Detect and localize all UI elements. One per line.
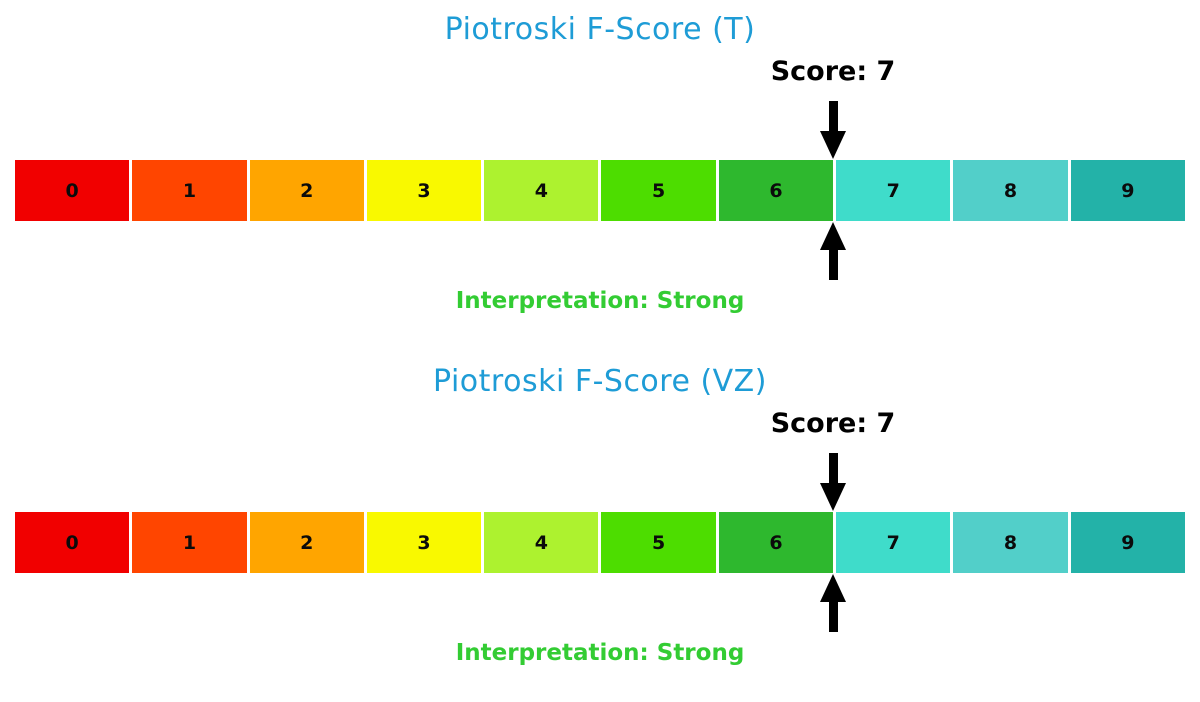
chart-title: Piotroski F-Score (T) [444,12,756,47]
score-label: Score: 7 [770,408,896,439]
scale-segment-3: 3 [366,160,482,221]
scale-segment-2: 2 [249,160,364,221]
arrow-shaft [828,101,838,131]
scale-segment-7: 7 [836,160,951,221]
arrow-head [820,222,846,250]
chart-piotroski-t: Piotroski F-Score (T) Score: 7 0 1 2 3 4… [15,12,1185,314]
chart-title: Piotroski F-Score (VZ) [433,364,767,399]
scale-segment-8: 8 [953,512,1068,573]
interpretation-label: Interpretation: Strong [455,640,745,666]
chart-piotroski-vz: Piotroski F-Score (VZ) Score: 7 0 1 2 3 … [0,352,1200,702]
score-arrow-down-icon [820,101,846,159]
scale-segment-4: 4 [484,512,599,573]
scale-segment-1: 1 [132,160,247,221]
scale-segment-7: 7 [836,512,951,573]
arrow-shaft [828,453,838,483]
arrow-head [820,483,846,511]
score-arrow-up-icon [820,222,846,280]
arrow-head [820,131,846,159]
scale-segment-8: 8 [953,160,1068,221]
scale-segment-3: 3 [366,512,482,573]
interpretation-label: Interpretation: Strong [455,288,745,314]
scale-segment-9: 9 [1070,160,1185,221]
score-arrow-up-icon [820,574,846,632]
scale-segment-5: 5 [601,512,716,573]
arrow-shaft [828,602,838,632]
scale-segment-0: 0 [15,160,130,221]
score-scale-bar: 0 1 2 3 4 5 6 7 8 9 [15,512,1185,573]
score-arrow-down-icon [820,453,846,511]
scale-segment-1: 1 [132,512,247,573]
arrow-shaft [828,250,838,280]
scale-segment-6: 6 [718,512,834,573]
score-scale-bar: 0 1 2 3 4 5 6 7 8 9 [15,160,1185,221]
scale-segment-6: 6 [718,160,834,221]
score-label: Score: 7 [770,56,896,87]
scale-segment-0: 0 [15,512,130,573]
scale-segment-9: 9 [1070,512,1185,573]
scale-segment-2: 2 [249,512,364,573]
scale-segment-5: 5 [601,160,716,221]
arrow-head [820,574,846,602]
scale-segment-4: 4 [484,160,599,221]
